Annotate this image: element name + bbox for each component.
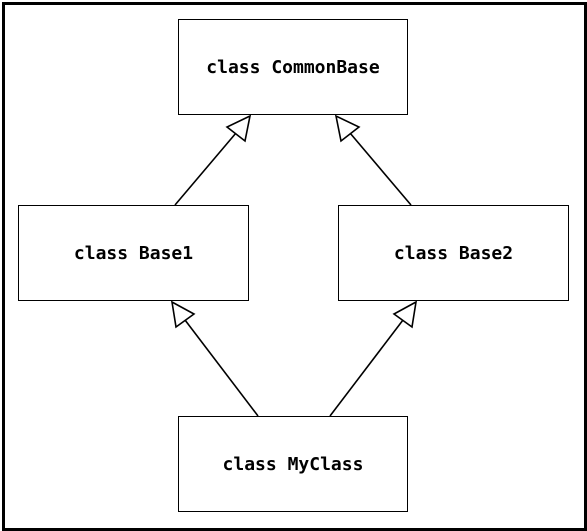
class-myclass-box: class MyClass — [178, 416, 408, 512]
class-commonbase-label: class CommonBase — [206, 56, 380, 78]
class-base1-label: class Base1 — [73, 242, 194, 264]
class-base2-label: class Base2 — [393, 242, 514, 264]
class-base2-box: class Base2 — [338, 205, 569, 301]
class-commonbase-box: class CommonBase — [178, 19, 408, 115]
class-base1-box: class Base1 — [18, 205, 249, 301]
class-myclass-label: class MyClass — [222, 453, 364, 475]
